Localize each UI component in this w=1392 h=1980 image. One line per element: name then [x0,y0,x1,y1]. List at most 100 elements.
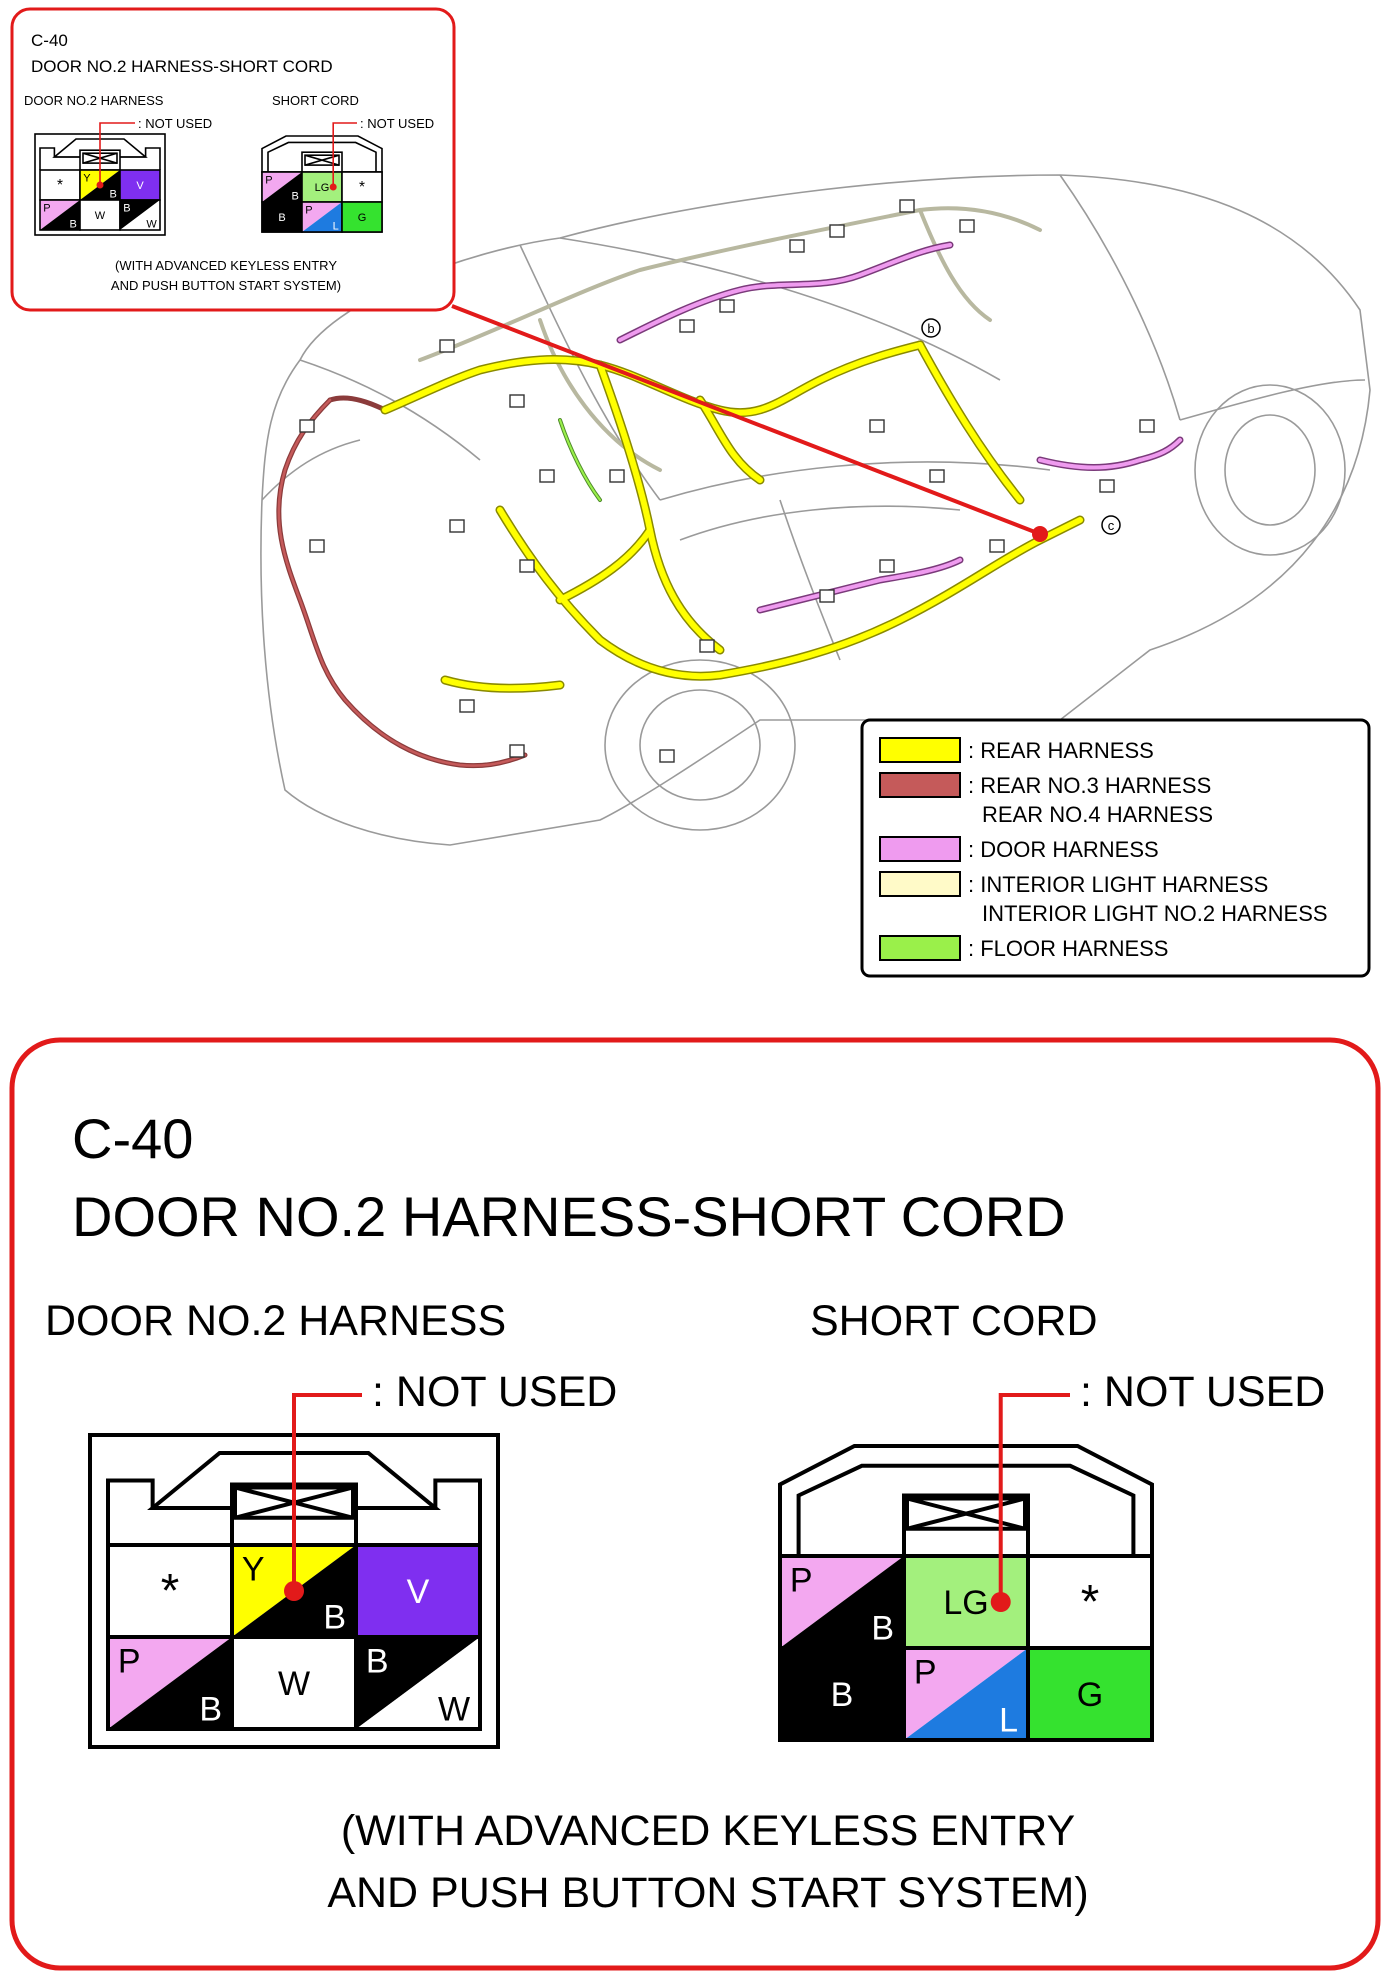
short-cord-not-used-label: : NOT USED [1080,1368,1325,1416]
legend-label: : REAR NO.3 HARNESS [968,773,1211,798]
inset-left-not-used: : NOT USED [138,116,212,131]
inset-right-label: SHORT CORD [272,93,359,108]
pin-color [1028,1556,1152,1648]
pin-bottom-color-label: L [999,1702,1018,1740]
connector-pin: * [106,1543,234,1639]
pin-color [342,202,382,232]
pin-color-bottom [302,202,342,232]
pin-bottom-color-label: B [871,1610,894,1648]
pin-color [356,1545,480,1637]
legend-item: : REAR HARNESS [879,737,1154,763]
pin-border [1026,1646,1154,1742]
pin-top-color-label: B [366,1643,389,1681]
pin-bottom-color-label: L [333,220,339,232]
connector-pin: YB [230,1393,362,1639]
legend-label: : INTERIOR LIGHT HARNESS [968,872,1268,897]
pin-color-bottom [262,172,302,202]
legend-label: : REAR HARNESS [968,738,1154,763]
detail-panel: C-40 DOOR NO.2 HARNESS-SHORT CORD DOOR N… [9,1037,1381,1971]
pin-border [354,1635,482,1731]
pin-color-bottom [40,200,80,230]
not-used-leader [332,122,357,187]
connector-pin: * [1026,1554,1154,1650]
pin-color [342,172,382,202]
connector-pin: PB [261,171,303,203]
marker-c-label: c [1108,518,1115,533]
floor-harness-fill [559,419,601,501]
connector-pin: V [354,1543,482,1639]
pin-color-bottom [120,200,160,230]
pin-border [119,199,161,231]
legend-swatch [879,737,961,763]
connector-pin: BW [354,1635,482,1731]
connector-pin: B [778,1646,906,1742]
connector-lock-inner [304,154,340,166]
connector-title: DOOR NO.2 HARNESS-SHORT CORD [72,1185,1066,1248]
connector-pin: W [230,1635,358,1731]
pin-color [1028,1648,1152,1740]
connector-lock-cross [906,1496,1026,1531]
pin-color-label: V [136,180,144,192]
not-used-leader [292,1393,362,1591]
pin-unused-symbol: * [161,1564,180,1617]
pin-color-label: B [278,212,285,224]
pin-color-label: G [1077,1676,1103,1714]
pin-color [780,1648,904,1740]
system-note-line-2: AND PUSH BUTTON START SYSTEM) [327,1869,1088,1917]
pin-bottom-color-label: B [69,218,76,230]
inset-panel: C-40 DOOR NO.2 HARNESS-SHORT CORD DOOR N… [10,7,456,312]
connector-pin: PB [106,1635,234,1731]
pin-bottom-color-label: W [146,218,157,230]
pin-top-color-label: P [914,1654,937,1692]
inset-code: C-40 [31,31,68,50]
not-used-leader [998,1393,1070,1602]
pin-bottom-color-label: W [438,1691,470,1729]
inset-note-1: (WITH ADVANCED KEYLESS ENTRY [115,258,337,273]
pin-color-bottom [780,1556,904,1648]
rear-no3-harness-fill [277,398,527,767]
legend-swatch [879,935,961,961]
connector-pin: BW [119,199,161,231]
connector-pin: G [1026,1646,1154,1742]
rear-harness-route [380,340,1085,693]
inset-note-2: AND PUSH BUTTON START SYSTEM) [111,278,341,293]
pin-top-color-label: P [118,1643,141,1681]
pin-bottom-color-label: B [109,188,116,200]
pin-top-color-label: B [123,203,130,215]
pin-border [341,201,383,233]
pin-top-color-label: P [790,1562,813,1600]
inset-right-not-used: : NOT USED [360,116,434,131]
pin-color [262,202,302,232]
inset-title: DOOR NO.2 HARNESS-SHORT CORD [31,57,333,76]
connector-pin: * [341,171,383,203]
pin-unused-symbol: * [1081,1575,1100,1628]
connector-pin: LG [301,122,357,203]
connector-lock-inner [905,1496,1027,1531]
pin-unused-symbol: * [57,177,63,194]
connector-pin: PB [39,199,81,231]
pin-color [232,1637,356,1729]
pin-bottom-color-label: B [199,1691,222,1729]
legend-swatch [879,836,961,862]
connector-pin: G [341,201,383,233]
pin-color [80,200,120,230]
door-harness-fill [618,243,1182,612]
pin-color [108,1545,232,1637]
pin-bottom-color-label: B [291,190,298,202]
marker-c: c [1101,515,1121,535]
connector-inner-outline [796,1463,1136,1556]
pin-color-bottom [356,1637,480,1729]
pin-color [120,170,160,200]
short-cord-label: SHORT CORD [810,1297,1098,1345]
pin-color-bottom [904,1648,1028,1740]
marker-b-label: b [927,321,934,336]
legend-item: : DOOR HARNESS [879,836,1159,862]
inset-left-label: DOOR NO.2 HARNESS [24,93,164,108]
pin-color-label: W [95,210,106,222]
pin-top-color-label: Y [83,173,91,185]
